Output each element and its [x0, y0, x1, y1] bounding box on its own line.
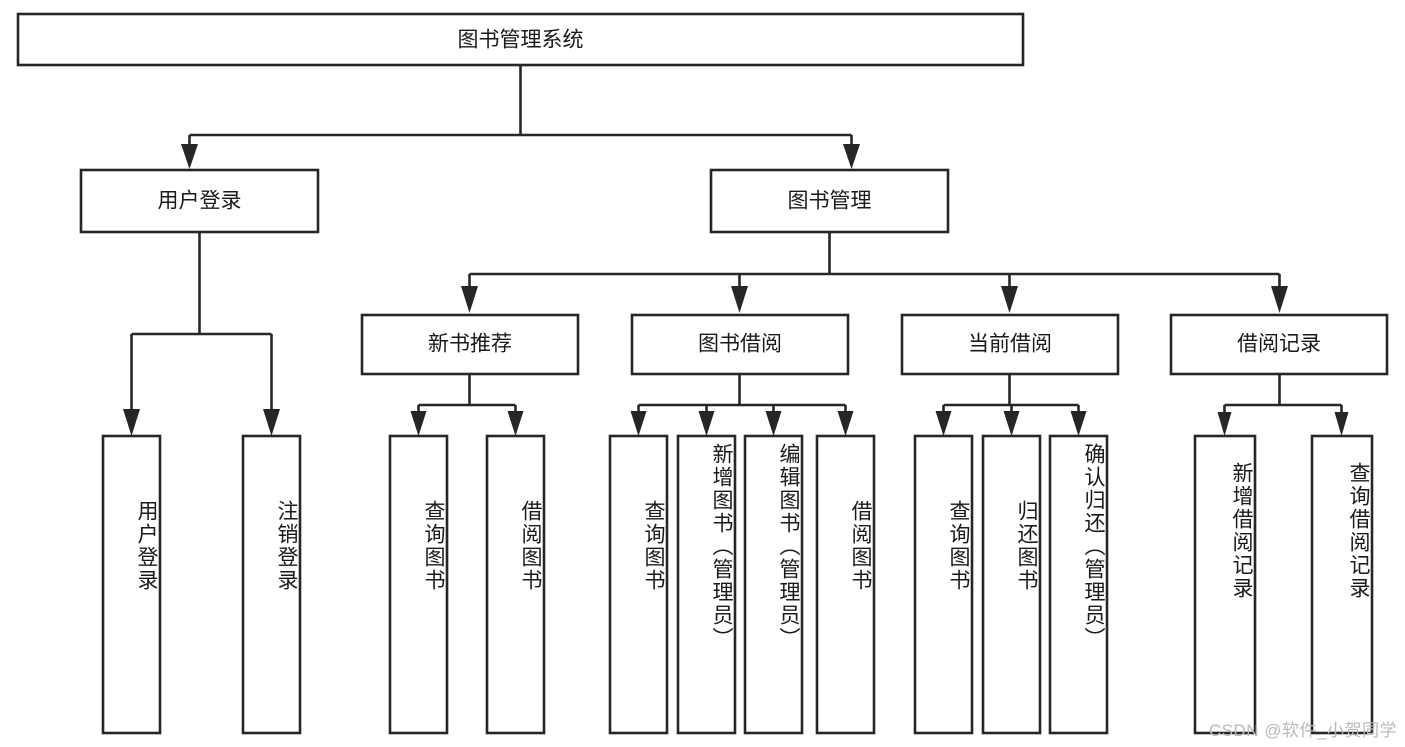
node-user-login[interactable]: 用户登录: [79, 168, 320, 234]
node-borrow-record[interactable]: 借阅记录: [1169, 313, 1389, 376]
connector-root-to-level2: [181, 65, 860, 169]
node-book-management-label: 图书管理: [788, 190, 872, 213]
connector-bookmgmt-to-level3: [461, 232, 1288, 313]
leaf-box-confirm-return-admin[interactable]: [1048, 434, 1109, 735]
leaf-box-user-login[interactable]: [101, 434, 162, 735]
leaf-box-borrow-book[interactable]: [815, 434, 876, 735]
node-new-book-recommend[interactable]: 新书推荐: [360, 313, 580, 376]
node-book-management[interactable]: 图书管理: [709, 168, 950, 234]
node-book-borrow-label: 图书借阅: [698, 333, 782, 356]
leaf-box-edit-book-admin[interactable]: [743, 434, 804, 735]
node-user-login-label: 用户登录: [158, 190, 242, 213]
leaf-box-add-borrow-record[interactable]: [1193, 434, 1257, 735]
connector-currentborrow-to-leaves: [935, 374, 1087, 436]
leaf-box-borrow-book-newbook[interactable]: [485, 434, 546, 735]
connector-userlogin-to-leaves: [123, 232, 280, 436]
leaf-box-logout-login[interactable]: [241, 434, 302, 735]
connector-bookborrow-to-leaves: [630, 374, 854, 436]
csdn-watermark: CSDN @软件_小贺同学: [1208, 721, 1397, 740]
leaf-box-group: [101, 434, 1374, 735]
node-current-borrow[interactable]: 当前借阅: [900, 313, 1120, 376]
node-book-borrow[interactable]: 图书借阅: [630, 313, 850, 376]
connector-borrowrecord-to-leaves: [1217, 374, 1349, 436]
node-root-label: 图书管理系统: [458, 29, 584, 52]
node-current-borrow-label: 当前借阅: [968, 333, 1052, 356]
leaf-box-query-borrow-record[interactable]: [1310, 434, 1374, 735]
leaf-box-add-book-admin[interactable]: [676, 434, 737, 735]
connector-newbook-to-leaves: [410, 374, 524, 436]
node-root[interactable]: 图书管理系统: [16, 12, 1025, 67]
leaf-box-return-book[interactable]: [981, 434, 1042, 735]
leaf-box-query-book-newbook[interactable]: [388, 434, 449, 735]
node-borrow-record-label: 借阅记录: [1237, 333, 1321, 356]
node-new-book-recommend-label: 新书推荐: [428, 333, 512, 356]
leaf-box-query-book-borrow[interactable]: [608, 434, 669, 735]
leaf-box-query-book-current[interactable]: [913, 434, 974, 735]
